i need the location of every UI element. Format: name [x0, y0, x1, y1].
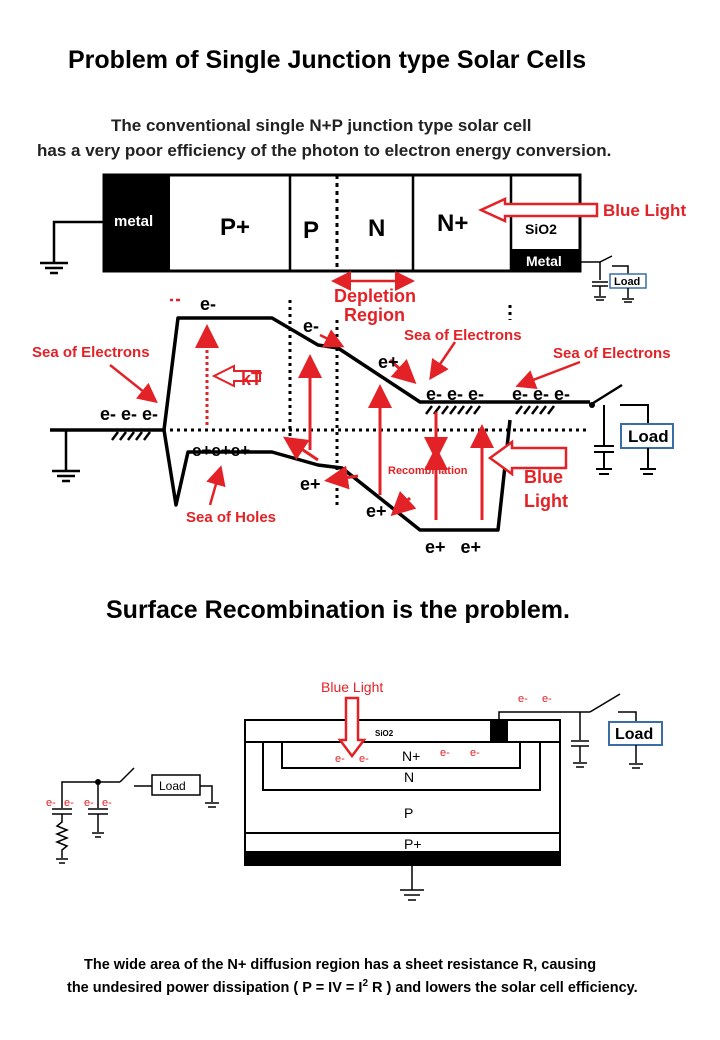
holes-bottom: e+ e+ — [425, 537, 481, 557]
load-small-label: Load — [614, 276, 640, 288]
le1: e- — [46, 797, 56, 809]
region-n: N — [368, 215, 385, 242]
hole-depl: e+ — [378, 352, 399, 372]
le4: e- — [102, 797, 112, 809]
electrons-right: e- e- e- — [512, 384, 570, 404]
le2: e- — [64, 797, 74, 809]
metal-contact-left — [104, 175, 170, 271]
electron-top: e- — [200, 294, 216, 314]
region-n-plus: N+ — [437, 210, 468, 237]
blue-light-arrow-band — [487, 439, 568, 477]
e3: e- — [440, 747, 450, 759]
sea-electrons-left: Sea of Electrons — [32, 344, 150, 361]
depletion-label: Depletion — [334, 286, 416, 306]
band-diagram: Depletion Region Load — [32, 271, 674, 557]
region-p-plus: P+ — [220, 214, 250, 241]
layer-p-plus: P+ — [404, 836, 422, 852]
footer-superscript: 2 — [362, 978, 368, 989]
layer-n: N — [404, 769, 414, 785]
footer-line-2-a: the undesired power dissipation ( P = IV… — [67, 979, 363, 996]
blue-light-label: Blue Light — [603, 201, 686, 220]
page-title: Problem of Single Junction type Solar Ce… — [68, 46, 587, 74]
le3: e- — [84, 797, 94, 809]
recombination-label: Recombination — [388, 465, 468, 477]
e5: e- — [518, 693, 528, 705]
left-circuit: Load e- e- e- e- — [46, 767, 219, 864]
electrons-left: e- e- e- — [100, 404, 158, 424]
blue-light-down-arrow — [337, 696, 367, 759]
load-label-band: Load — [628, 427, 669, 446]
metal-contact-right — [511, 249, 580, 271]
sea-electrons-right: Sea of Electrons — [553, 345, 671, 362]
region-label: Region — [344, 305, 405, 325]
layer-n-plus: N+ — [402, 748, 420, 764]
light-label: Light — [524, 491, 568, 511]
load-label-left: Load — [159, 779, 186, 793]
electron-step: e- — [303, 316, 319, 336]
blue-label: Blue — [524, 467, 563, 487]
kT-arrow — [211, 364, 261, 388]
footer-line-2: the undesired power dissipation ( P = IV… — [67, 978, 638, 996]
holes-left: e+e+e+ — [192, 441, 250, 460]
load-label-cross: Load — [615, 726, 653, 743]
footer-line-2-b: R ) and lowers the solar cell efficiency… — [368, 979, 638, 996]
top-structure: metal P+ P N N+ SiO2 Metal Blue Light Lo… — [40, 173, 686, 303]
blue-light-arrow — [477, 197, 599, 223]
metal-right-label: Metal — [526, 253, 562, 269]
hole-mid: e+ — [300, 474, 321, 494]
sea-electrons-mid: Sea of Electrons — [404, 327, 522, 344]
region-metal: metal — [114, 213, 153, 230]
sea-holes-label: Sea of Holes — [186, 509, 276, 526]
e4: e- — [470, 747, 480, 759]
oxide-label: SiO2 — [525, 221, 557, 237]
oxide-label-cross: SiO2 — [375, 729, 394, 738]
footer-line-1: The wide area of the N+ diffusion region… — [84, 957, 597, 973]
section-title: Surface Recombination is the problem. — [106, 596, 570, 624]
layer-p: P — [404, 805, 413, 821]
e6: e- — [542, 693, 552, 705]
blue-light-cross: Blue Light — [321, 679, 383, 695]
electrons-mid: e- e- e- — [426, 384, 484, 404]
e1: e- — [335, 753, 345, 765]
region-p: P — [303, 217, 319, 244]
kT-label: kT — [241, 369, 262, 389]
hole-low: e+ — [366, 501, 387, 521]
intro-line-2: has a very poor efficiency of the photon… — [37, 141, 612, 160]
intro-line-1: The conventional single N+P junction typ… — [111, 116, 532, 135]
cross-section: SiO2 N+ N P P+ Blue Light e- e- e- e- e-… — [244, 679, 663, 901]
e2: e- — [359, 753, 369, 765]
